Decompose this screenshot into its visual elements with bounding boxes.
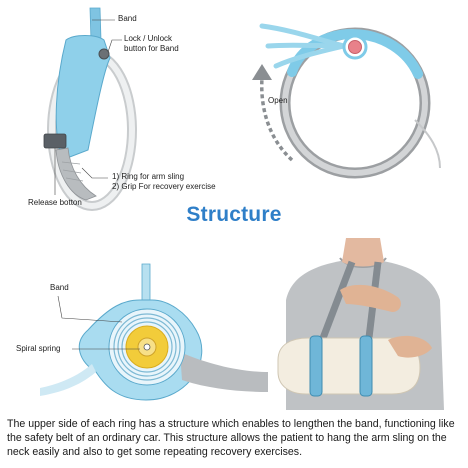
sling-ring-right [359, 335, 373, 397]
label-ring-line1: 1) Ring for arm sling [112, 172, 185, 181]
spiral-coil-1 [113, 313, 181, 381]
lock-button-icon-open [348, 40, 362, 54]
cross-section-diagram [40, 263, 268, 401]
sling-ring-left [309, 335, 323, 397]
band-strap [89, 7, 102, 41]
ring-grip [55, 147, 97, 201]
spiral-coil-3 [121, 321, 173, 373]
leader-band-bottom [57, 295, 123, 323]
ring-tail [414, 119, 441, 169]
band-casing [55, 35, 111, 161]
spiral-axle [143, 343, 151, 351]
sling-strap-left [316, 260, 356, 348]
cast-hand [388, 335, 432, 358]
spiral-coil-2 [117, 317, 177, 377]
open-mechanism-diagram [252, 23, 441, 179]
grip-ridges [61, 161, 84, 182]
label-ring-line2: 2) Grip For recovery exercise [112, 182, 216, 191]
neck [342, 238, 384, 267]
label-lock-line2: button for Band [124, 44, 179, 53]
device-product-view [43, 7, 137, 211]
band-strand-3 [273, 43, 347, 69]
open-arrow-icon [260, 77, 294, 162]
label-band-bottom: Band [50, 283, 69, 292]
band-arc [287, 28, 423, 79]
raised-hand [340, 284, 401, 312]
release-button-icon [43, 133, 67, 149]
description-text: The upper side of each ring has a struct… [7, 418, 455, 458]
label-band: Band [118, 14, 137, 23]
label-lock-line1: Lock / Unlock [124, 34, 173, 43]
leader-ring [81, 167, 108, 179]
shell-tail-left [40, 364, 96, 396]
label-open: Open [268, 96, 288, 105]
label-release: Release botton [28, 198, 82, 207]
page-title: Structure [186, 203, 282, 226]
arrow-head-icon [252, 64, 272, 80]
patient-photo [272, 238, 468, 410]
leader-lock [107, 39, 122, 53]
label-spiral-spring: Spiral spring [16, 344, 61, 353]
ring-tail-section [180, 352, 268, 392]
lock-button-icon [98, 48, 110, 60]
band-strand-2 [265, 42, 347, 49]
